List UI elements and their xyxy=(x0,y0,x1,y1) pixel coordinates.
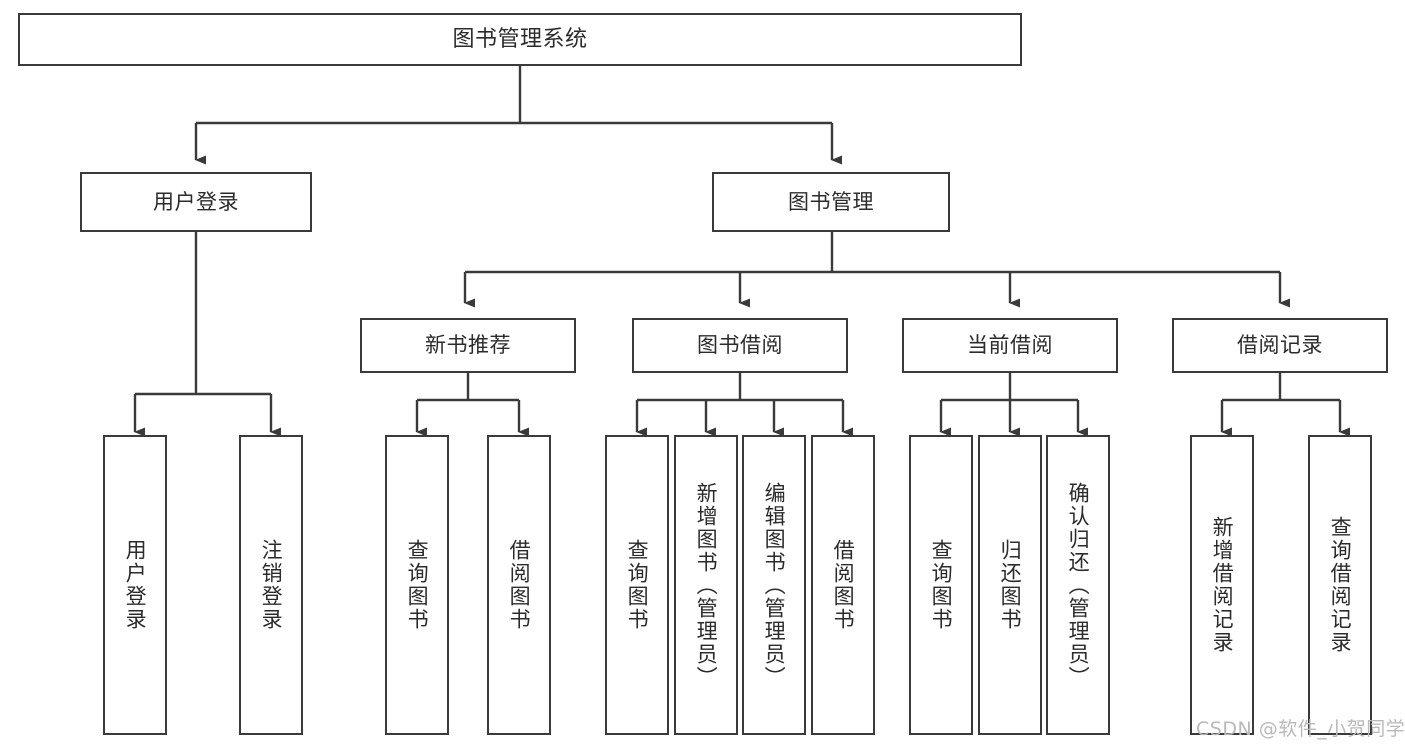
leaf-add-borrow-record[interactable]: 新增借阅记录 xyxy=(1190,435,1254,735)
node-label: 当前借阅 xyxy=(967,333,1053,358)
node-label: 用户登录 xyxy=(123,539,148,631)
node-book-management[interactable]: 图书管理 xyxy=(712,172,950,232)
leaf-query-book-current[interactable]: 查询图书 xyxy=(909,435,973,735)
leaf-add-book-admin[interactable]: 新增图书（管理员） xyxy=(674,435,738,735)
node-label: 查询图书 xyxy=(405,539,430,631)
node-label: 借阅图书 xyxy=(507,539,532,631)
node-borrow-record[interactable]: 借阅记录 xyxy=(1172,318,1388,373)
node-label: 用户登录 xyxy=(153,189,239,214)
csdn-watermark: CSDN @软件_小贺同学 xyxy=(1196,718,1405,740)
node-label: 新增借阅记录 xyxy=(1210,516,1235,654)
node-label: 图书管理 xyxy=(788,189,874,214)
node-book-borrow[interactable]: 图书借阅 xyxy=(632,318,848,373)
leaf-query-book-borrow[interactable]: 查询图书 xyxy=(605,435,669,735)
node-current-borrow[interactable]: 当前借阅 xyxy=(902,318,1118,373)
node-label: 图书管理系统 xyxy=(452,26,588,52)
node-label: 新增图书（管理员） xyxy=(694,481,719,689)
node-label: 编辑图书（管理员） xyxy=(762,481,787,689)
leaf-borrow-book[interactable]: 借阅图书 xyxy=(811,435,875,735)
node-label: 借阅图书 xyxy=(831,539,856,631)
node-label: 查询借阅记录 xyxy=(1328,516,1353,654)
node-label: 注销登录 xyxy=(259,539,284,631)
leaf-query-borrow-record[interactable]: 查询借阅记录 xyxy=(1308,435,1372,735)
node-label: 归还图书 xyxy=(998,539,1023,631)
leaf-edit-book-admin[interactable]: 编辑图书（管理员） xyxy=(742,435,806,735)
node-label: 借阅记录 xyxy=(1237,333,1323,358)
node-user-login[interactable]: 用户登录 xyxy=(80,172,312,232)
node-label: 新书推荐 xyxy=(425,333,511,358)
node-label: 查询图书 xyxy=(625,539,650,631)
node-label: 图书借阅 xyxy=(697,333,783,358)
leaf-return-book[interactable]: 归还图书 xyxy=(978,435,1042,735)
node-new-book-recommend[interactable]: 新书推荐 xyxy=(360,318,576,373)
leaf-query-book-recommend[interactable]: 查询图书 xyxy=(385,435,449,735)
leaf-confirm-return-admin[interactable]: 确认归还（管理员） xyxy=(1046,435,1110,735)
leaf-user-login[interactable]: 用户登录 xyxy=(103,435,167,735)
node-label: 确认归还（管理员） xyxy=(1066,481,1091,689)
node-root-book-management-system[interactable]: 图书管理系统 xyxy=(18,13,1022,66)
leaf-user-logout[interactable]: 注销登录 xyxy=(239,435,303,735)
leaf-borrow-book-recommend[interactable]: 借阅图书 xyxy=(487,435,551,735)
node-label: 查询图书 xyxy=(929,539,954,631)
